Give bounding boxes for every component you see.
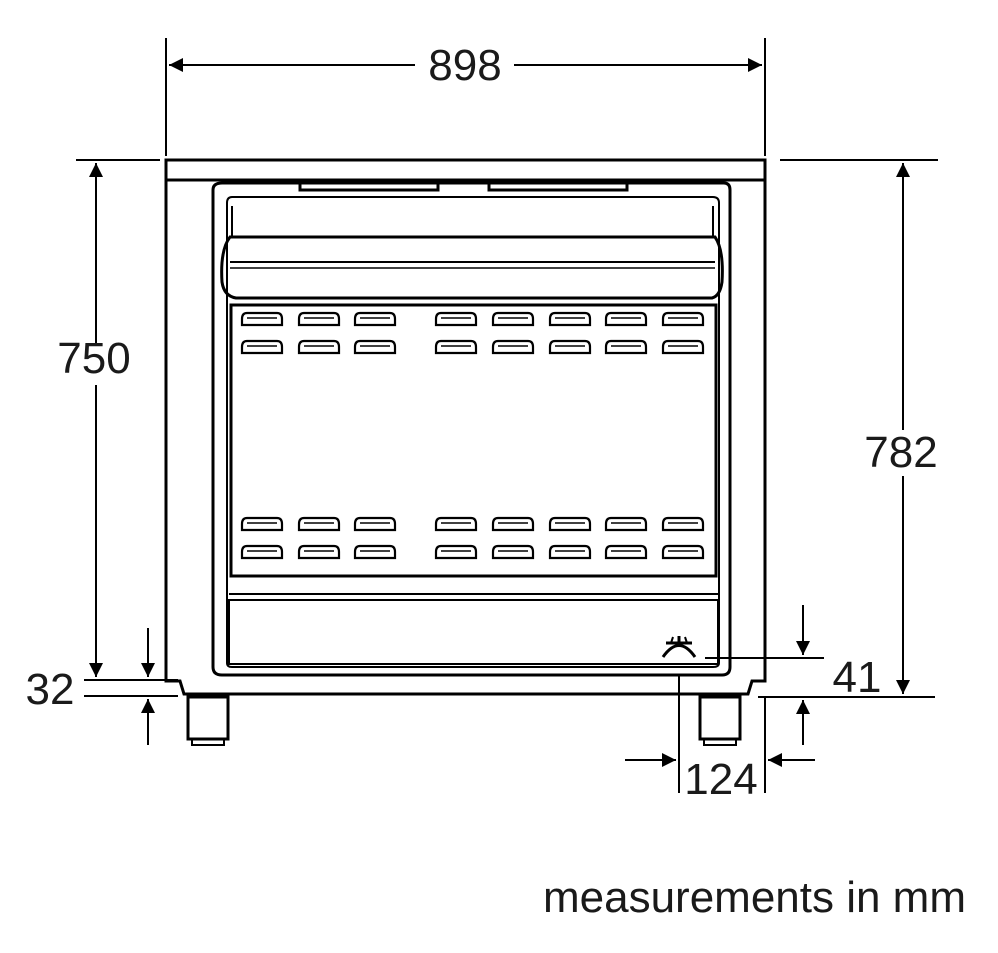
vent-slot (491, 544, 535, 560)
height-750-label: 750 (57, 334, 130, 383)
height-782-label: 782 (864, 428, 937, 477)
oven-vent-slots (240, 311, 705, 560)
vent-slot (240, 544, 284, 560)
vent-slot (434, 544, 478, 560)
gas-offset-label: 124 (684, 755, 757, 804)
vent-slot (353, 311, 397, 327)
vent-slot (548, 516, 592, 532)
foot-height-label: 32 (26, 665, 75, 714)
vent-slot (297, 544, 341, 560)
vent-slot (604, 339, 648, 355)
vent-slot (434, 516, 478, 532)
vent-slot (353, 544, 397, 560)
oven-door-frame (211, 181, 732, 677)
door-handle (220, 235, 724, 300)
vent-slot (604, 544, 648, 560)
vent-slot (491, 516, 535, 532)
units-caption: measurements in mm (543, 873, 966, 922)
left-foot (186, 695, 230, 746)
vent-slot (548, 339, 592, 355)
vent-slot (661, 544, 705, 560)
vent-slot (548, 544, 592, 560)
vent-slot (240, 516, 284, 532)
vent-slot (297, 339, 341, 355)
vent-slot (604, 311, 648, 327)
appliance-body (164, 180, 767, 696)
dimension-lines (76, 38, 938, 793)
vent-slot (661, 311, 705, 327)
vent-slot (548, 311, 592, 327)
vent-slot (491, 311, 535, 327)
vent-slot (491, 339, 535, 355)
appliance-front-view (164, 158, 767, 746)
vent-slot (661, 339, 705, 355)
vent-slot (297, 311, 341, 327)
gas-height-label: 41 (833, 653, 882, 702)
worktop-edge (164, 158, 767, 182)
right-foot (698, 695, 742, 746)
gas-connection-icon (661, 636, 697, 658)
storage-drawer (228, 599, 719, 665)
oven-window (229, 303, 718, 578)
vent-slot (297, 516, 341, 532)
vent-slot (604, 516, 648, 532)
vent-slot (240, 311, 284, 327)
oven-door-inner (226, 196, 720, 668)
vent-slot (661, 516, 705, 532)
vent-slot (240, 339, 284, 355)
vent-slot (353, 339, 397, 355)
vent-slot (353, 516, 397, 532)
vent-slot (434, 339, 478, 355)
width-label: 898 (428, 41, 501, 90)
vent-slot (434, 311, 478, 327)
